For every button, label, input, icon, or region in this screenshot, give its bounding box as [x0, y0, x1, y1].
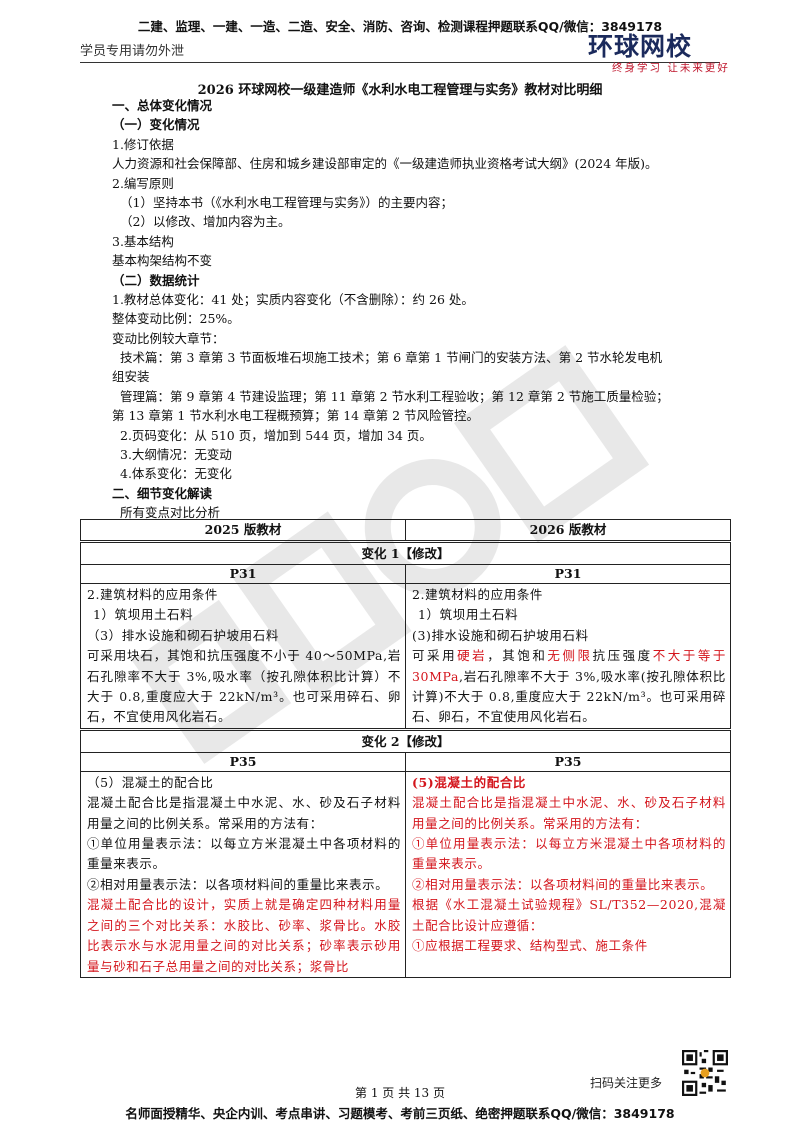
- changed-text: 硬岩: [457, 648, 488, 664]
- summary-line: 所有变点对比分析: [120, 505, 221, 521]
- summary-line: 4.体系变化：无变化: [120, 466, 232, 482]
- page-ref-left: P35: [80, 751, 406, 772]
- column-header-2026: 2026 版教材: [405, 519, 731, 542]
- section-heading: （二）数据统计: [112, 272, 200, 288]
- old-content-cell: 2.建筑材料的应用条件 1）筑坝用土石料 （3）排水设施和砌石护坡用石料可采用块石，…: [80, 583, 406, 730]
- summary-line: （2）以修改、增加内容为主。: [120, 214, 291, 230]
- new-content-cell: (5)混凝土的配合比混凝土配合比是指混凝土中水泥、水、砂及石子材料用量之间的比例…: [405, 770, 731, 978]
- changed-paragraph: 混凝土配合比的设计，实质上就是确定四种材料用量之间的三个对比关系：水胶比、砂率、…: [87, 897, 401, 974]
- content-line: 1）筑坝用土石料: [93, 607, 194, 623]
- bottom-banner: 名师面授精华、央企内训、考点串讲、习题模考、考前三页纸、绝密押题联系QQ/微信：…: [125, 1106, 675, 1121]
- changed-text: 无侧限: [547, 648, 593, 664]
- text-segment: 可采用: [412, 648, 458, 664]
- content-paragraph: 可采用块石，其饱和抗压强度不小于 40～50MPa,岩石孔隙率不大于 3%,吸水…: [87, 648, 401, 725]
- summary-line: 3.基本结构: [112, 233, 174, 249]
- logo-slogan: 终身学习 让未来更好: [612, 62, 730, 74]
- column-header-2025: 2025 版教材: [80, 519, 406, 542]
- text-segment: 抗压强度: [592, 648, 653, 664]
- logo-text: 环球网校: [588, 32, 693, 61]
- page-ref-right: P31: [405, 564, 731, 584]
- summary-section: 一、总体变化情况 （一）变化情况 1.修订依据人力资源和社会保障部、住房和城乡建设部…: [112, 96, 732, 523]
- summary-line: 3.大纲情况：无变动: [120, 447, 232, 463]
- changed-heading: (5)混凝土的配合比: [412, 774, 527, 790]
- brand-logo: 环球网校 终身学习 让未来更好: [588, 33, 738, 81]
- old-content-cell: （5）混凝土的配合比混凝土配合比是指混凝土中水泥、水、砂及石子材料用量之间的比例…: [80, 770, 406, 978]
- changed-paragraph: 混凝土配合比是指混凝土中水泥、水、砂及石子材料用量之间的比例关系。常采用的方法有…: [412, 795, 726, 831]
- summary-line: 人力资源和社会保障部、住房和城乡建设部审定的《一级建造师执业资格考试大纲》(20…: [112, 156, 658, 172]
- summary-line: 变动比例较大章节：: [112, 330, 225, 346]
- new-content-cell: 2.建筑材料的应用条件 1）筑坝用土石料 (3)排水设施和砌石护坡用石料 可采用…: [405, 583, 731, 730]
- summary-line: 2.编写原则: [112, 175, 174, 191]
- content-paragraph: （5）混凝土的配合比: [87, 774, 214, 790]
- qr-code-icon: [682, 1050, 728, 1096]
- change-label: 变化 2【修改】: [80, 727, 731, 753]
- page-number: 第 1 页 共 13 页: [355, 1086, 445, 1100]
- change-label: 变化 1【修改】: [80, 540, 731, 565]
- page-ref-left: P31: [80, 564, 406, 584]
- content-line: 2.建筑材料的应用条件: [87, 587, 219, 602]
- content-line: （3）排水设施和砌石护坡用石料: [87, 627, 279, 643]
- summary-line: 技术篇：第 3 章第 3 节面板堆石坝施工技术；第 6 章第 1 节闸门的安装方…: [120, 350, 662, 366]
- summary-line: 基本构架结构不变: [112, 253, 213, 269]
- section-heading: 一、总体变化情况: [112, 98, 213, 113]
- content-line: (3)排水设施和砌石护坡用石料: [412, 627, 589, 643]
- comparison-table: 2025 版教材 2026 版教材 变化 1【修改】 P31 P31 2.建筑材…: [80, 519, 731, 978]
- top-banner: 二建、监理、一建、一造、二造、安全、消防、咨询、检测课程押题联系QQ/微信：38…: [137, 19, 663, 34]
- content-line: 2.建筑材料的应用条件: [412, 587, 544, 602]
- summary-line: 1.教材总体变化：41 处；实质内容变化（不含删除）：约 26 处。: [112, 291, 474, 307]
- changed-text: 不大于等于 30MPa: [412, 648, 726, 684]
- changed-paragraph: ①单位用量表示法：以每立方米混凝土中各项材料的重量来表示。: [412, 836, 726, 872]
- changed-paragraph: 根据《水工混凝土试验规程》SL/T352—2020,混凝土配合比设计应遵循：: [412, 897, 726, 933]
- summary-line: 组安装: [112, 369, 150, 385]
- content-line: 1）筑坝用土石料: [418, 607, 519, 623]
- summary-line: 第 13 章第 1 节水利水电工程概预算；第 14 章第 2 节风险管控。: [112, 408, 480, 424]
- summary-line: （1）坚持本书（《水利水电工程管理与实务》）的主要内容；: [120, 194, 453, 210]
- changed-paragraph: ②相对用量表示法：以各项材料间的重量比来表示。: [412, 876, 714, 892]
- text-segment: ，其饱和: [487, 648, 548, 664]
- student-note: 学员专用请勿外泄: [80, 44, 185, 59]
- text-segment: ,岩石孔隙率不大于 3%,吸水率(按孔隙体积比计算)不大于 0.8,重度应大于 …: [412, 668, 726, 725]
- summary-line: 1.修订依据: [112, 136, 174, 152]
- content-paragraph: ①单位用量表示法：以每立方米混凝土中各项材料的重量来表示。: [87, 836, 401, 872]
- scan-note: 扫码关注更多: [590, 1076, 663, 1090]
- summary-line: 管理篇：第 9 章第 4 节建设监理；第 11 章第 2 节水利工程验收；第 1…: [120, 388, 669, 404]
- changed-paragraph: ①应根据工程要求、结构型式、施工条件: [412, 938, 648, 954]
- document-title: 2026 环球网校一级建造师《水利水电工程管理与实务》教材对比明细: [197, 83, 603, 98]
- section-heading: 二、细节变化解读: [112, 485, 213, 501]
- page-ref-right: P35: [405, 751, 731, 772]
- content-paragraph: 可采用硬岩，其饱和无侧限抗压强度不大于等于 30MPa,岩石孔隙率不大于 3%,…: [412, 646, 726, 728]
- header-divider: [80, 62, 720, 63]
- content-paragraph: ②相对用量表示法：以各项材料间的重量比来表示。: [87, 876, 389, 892]
- section-heading: （一）变化情况: [112, 117, 200, 133]
- summary-line: 2.页码变化：从 510 页，增加到 544 页，增加 34 页。: [120, 427, 432, 443]
- summary-line: 整体变动比例：25%。: [112, 311, 240, 327]
- content-paragraph: 混凝土配合比是指混凝土中水泥、水、砂及石子材料用量之间的比例关系。常采用的方法有…: [87, 795, 401, 831]
